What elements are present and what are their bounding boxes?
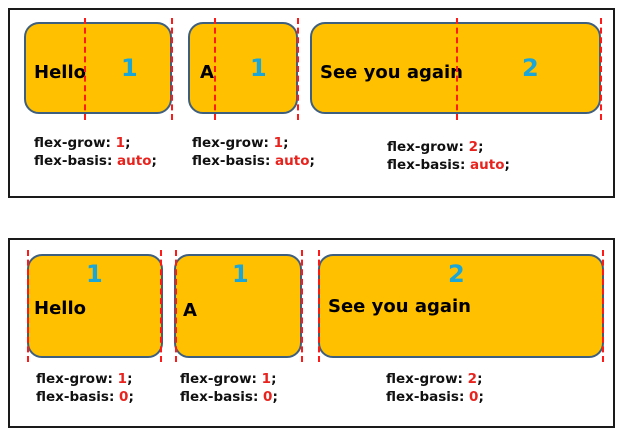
flex-item-hello-box: [24, 22, 172, 114]
flex-item-see-you-again-box: [310, 22, 601, 114]
content-guide-line: [214, 18, 216, 120]
flex-caption: flex-grow: 1; flex-basis: 0;: [180, 371, 278, 405]
flex-grow-number: 1: [250, 54, 267, 82]
flex-item-word: A: [183, 300, 197, 321]
flex-item-word: See you again: [320, 62, 463, 83]
box-edge-guide-line: [160, 250, 162, 362]
flex-grow-number: 1: [232, 260, 249, 288]
box-edge-guide-line: [27, 250, 29, 362]
flex-item-hello-box: [27, 254, 163, 358]
flex-item-word: See you again: [328, 296, 471, 317]
box-edge-guide-line: [318, 250, 320, 362]
flex-item-see-you-again-box: [318, 254, 604, 358]
content-guide-line: [84, 18, 86, 120]
box-edge-guide-line: [600, 18, 602, 120]
flex-grow-number: 2: [448, 260, 465, 288]
flex-item-a-box: [188, 22, 298, 114]
box-edge-guide-line: [175, 250, 177, 362]
flex-item-word: A: [200, 62, 214, 83]
flex-grow-number: 1: [121, 54, 138, 82]
flex-caption: flex-grow: 1; flex-basis: auto;: [192, 135, 315, 169]
box-edge-guide-line: [602, 250, 604, 362]
top-panel: Hello 1 A 1 See you again 2 flex-grow: 1…: [8, 8, 615, 198]
flex-caption: flex-grow: 1; flex-basis: 0;: [36, 371, 134, 405]
bottom-panel: Hello 1 A 1 See you again 2 flex-grow: 1…: [8, 238, 615, 428]
box-edge-guide-line: [171, 18, 173, 120]
flex-caption: flex-grow: 1; flex-basis: auto;: [34, 135, 157, 169]
flex-grow-number: 2: [522, 54, 539, 82]
flex-item-word: Hello: [34, 298, 86, 319]
box-edge-guide-line: [301, 250, 303, 362]
flex-item-word: Hello: [34, 62, 86, 83]
box-edge-guide-line: [297, 18, 299, 120]
flex-caption: flex-grow: 2; flex-basis: 0;: [386, 371, 484, 405]
flex-caption: flex-grow: 2; flex-basis: auto;: [387, 139, 510, 173]
flex-grow-number: 1: [86, 260, 103, 288]
content-guide-line: [456, 18, 458, 120]
